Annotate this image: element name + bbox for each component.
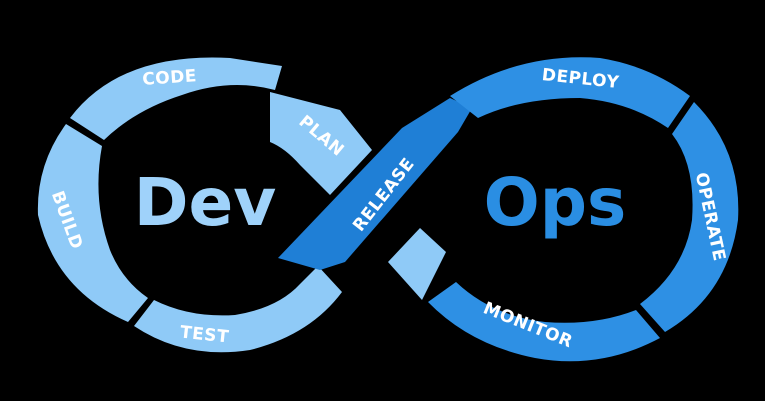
segment-test (134, 266, 342, 353)
segment-operate (640, 102, 739, 332)
segment-code (70, 57, 282, 140)
segment-deploy (450, 57, 690, 128)
dev-word: Dev (134, 164, 277, 241)
label-code: CODE (142, 66, 198, 90)
segment-plan (270, 92, 372, 195)
ops-word: Ops (484, 164, 627, 241)
segment-release (278, 98, 472, 270)
segment-connector (388, 228, 446, 300)
segment-build (37, 124, 148, 322)
segment-monitor (428, 282, 660, 362)
